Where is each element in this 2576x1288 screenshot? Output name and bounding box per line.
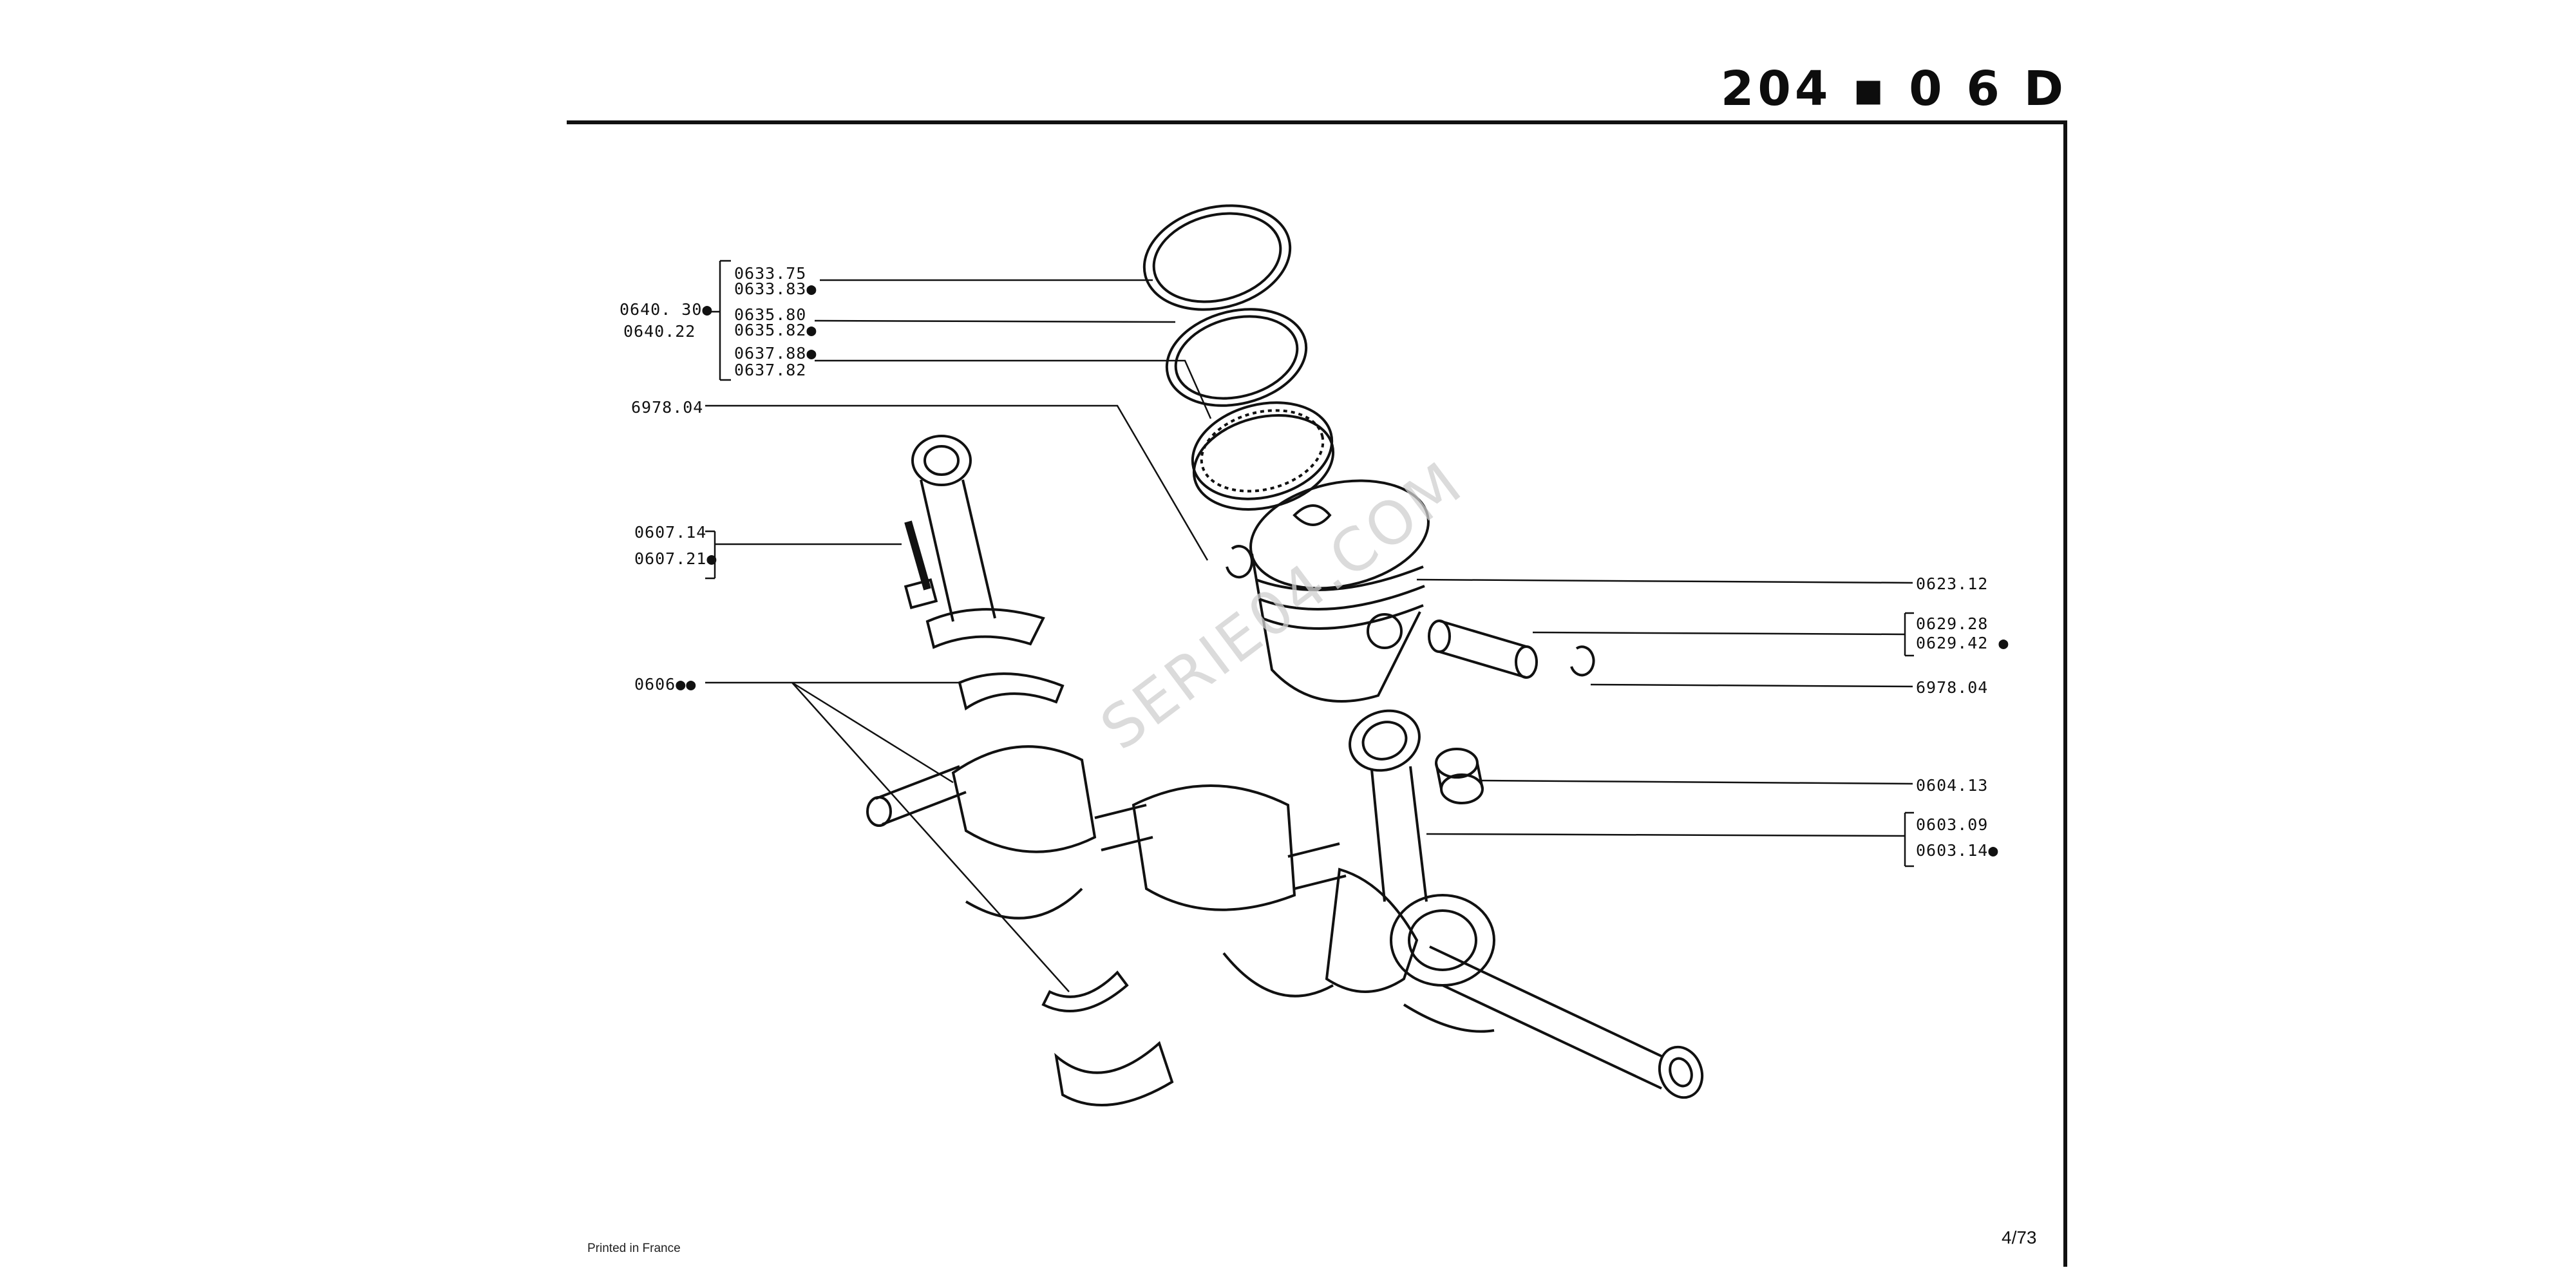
- pn-ring-3-a: 0637.88●: [734, 344, 817, 363]
- frame-right-rule: [2063, 120, 2067, 1267]
- pn-ring-2-b: 0635.82●: [734, 321, 817, 339]
- bearing-cap-lower: [1054, 1041, 1174, 1106]
- small-end-bush: [1435, 748, 1484, 804]
- pn-rings-group-left-1: 0640. 30●: [620, 300, 713, 319]
- pn-gudgeon-pin-b: 0629.42 ●: [1916, 634, 2009, 652]
- circlip-left: [1226, 545, 1253, 579]
- piston-ring-1: [1142, 204, 1292, 311]
- oil-control-ring: [1191, 401, 1335, 511]
- connecting-rod-lower: [1349, 709, 1495, 987]
- pn-circlip-right: 6978.04: [1916, 678, 1989, 697]
- pn-conrod-b: 0603.14●: [1916, 841, 1999, 860]
- frame-top-rule: [567, 120, 2067, 124]
- bearing-shell-lower: [1041, 970, 1129, 1012]
- pn-gudgeon-pin-a: 0629.28: [1916, 614, 1989, 633]
- pn-conrod-a: 0603.09: [1916, 815, 1989, 834]
- pn-rod-bolt-a: 0607.14: [634, 523, 707, 542]
- pn-ring-1-b: 0633.83●: [734, 279, 817, 298]
- pn-circlip-left: 6978.04: [631, 398, 704, 417]
- pn-ring-1-a: 0633.75: [734, 264, 807, 283]
- connecting-rod-upper: [904, 435, 1045, 649]
- pn-ring-3-b: 0637.82: [734, 361, 807, 379]
- page-number: 4/73: [2002, 1227, 2037, 1247]
- pn-small-end-bush: 0604.13: [1916, 776, 1989, 795]
- pn-rod-bolt-b: 0607.21●: [634, 549, 717, 568]
- circlip-right: [1570, 645, 1595, 677]
- pn-piston: 0623.12: [1916, 574, 1989, 593]
- piston: [1249, 479, 1430, 703]
- printed-in-france: Printed in France: [587, 1242, 681, 1255]
- crankshaft: [866, 745, 1704, 1099]
- pn-ring-2-a: 0635.80: [734, 305, 807, 324]
- pn-bearing-shells: 0606●●: [634, 675, 697, 694]
- bearing-shell-upper: [958, 672, 1065, 711]
- pn-rings-group-left-2: 0640.22: [623, 322, 696, 341]
- gudgeon-pin: [1428, 620, 1538, 679]
- page-title: 204 ▪ 0 6 D: [1720, 61, 2067, 117]
- piston-ring-2: [1165, 308, 1308, 407]
